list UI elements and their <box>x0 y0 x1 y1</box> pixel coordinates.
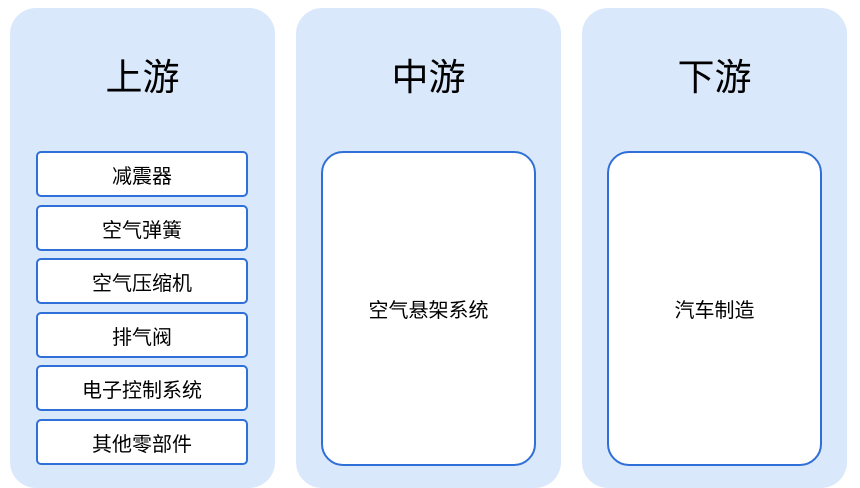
upstream-item-air-compressor: 空气压缩机 <box>36 258 248 304</box>
upstream-item-shock-absorber: 减震器 <box>36 151 248 197</box>
midstream-column: 中游 空气悬架系统 <box>296 8 561 488</box>
upstream-item-other-parts: 其他零部件 <box>36 419 248 465</box>
upstream-item-exhaust-valve: 排气阀 <box>36 312 248 358</box>
downstream-column: 下游 汽车制造 <box>582 8 847 488</box>
upstream-title: 上游 <box>105 56 180 99</box>
upstream-column: 上游 减震器 空气弹簧 空气压缩机 排气阀 电子控制系统 其他零部件 <box>10 8 275 488</box>
downstream-title: 下游 <box>677 56 752 99</box>
upstream-item-air-spring: 空气弹簧 <box>36 205 248 251</box>
midstream-box-air-suspension: 空气悬架系统 <box>321 151 536 466</box>
midstream-title: 中游 <box>391 56 466 99</box>
upstream-item-electronic-control: 电子控制系统 <box>36 365 248 411</box>
downstream-box-auto-manufacturing: 汽车制造 <box>607 151 822 466</box>
